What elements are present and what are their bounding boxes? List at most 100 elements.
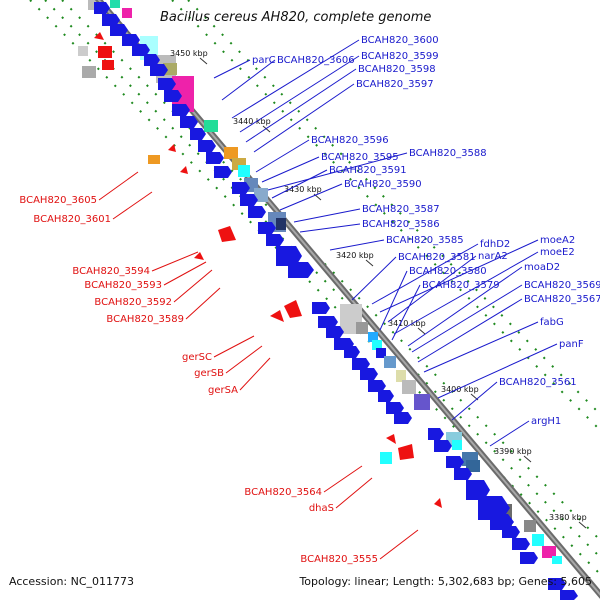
reverse-leader-line: [213, 335, 255, 358]
forward-gene-label: BCAH820_3597: [356, 79, 434, 90]
forward-strand-features: [94, 2, 578, 600]
tick-label: 3420 kbp: [336, 251, 374, 260]
forward-leader-line: [255, 139, 310, 173]
forward-gene-label: BCAH820_3590: [344, 179, 422, 190]
forward-gene-label: BCAH820_3561: [499, 377, 577, 388]
forward-leader-line: [407, 266, 523, 347]
reverse-gene-label: BCAH820_3601: [33, 214, 111, 225]
forward-leader-line: [411, 284, 523, 353]
forward-leader-line: [267, 152, 408, 191]
forward-gene-label: BCAH820_3569: [524, 280, 600, 291]
tick-mark: [523, 455, 532, 463]
forward-gene-label: parC: [252, 55, 276, 66]
tick-mark: [578, 521, 587, 529]
forward-leader-line: [245, 68, 357, 143]
forward-gene-label: BCAH820_3588: [409, 148, 487, 159]
reverse-gene-label: BCAH820_3564: [244, 487, 322, 498]
forward-leader-line: [293, 208, 361, 223]
forward-gene-label: argH1: [531, 416, 561, 427]
forward-leader-line: [371, 243, 479, 305]
forward-leader-line: [253, 83, 355, 153]
reverse-leader-line: [151, 251, 199, 272]
reverse-gene-label: gerSA: [208, 385, 238, 396]
forward-gene-label: panF: [559, 339, 584, 350]
reverse-gene-label: BCAH820_3555: [300, 554, 378, 565]
forward-gene-label: moeE2: [540, 247, 575, 258]
forward-leader-line: [489, 420, 530, 447]
forward-leader-line: [451, 381, 498, 421]
accession-text: Accession: NC_011773: [9, 575, 135, 588]
reverse-gene-label: dhaS: [309, 503, 334, 514]
tick-label: 3430 kbp: [284, 185, 322, 194]
forward-leader-line: [231, 39, 360, 119]
forward-gene-label: moaD2: [524, 262, 560, 273]
tick-label: 3410 kbp: [388, 319, 426, 328]
reverse-strand-features: [78, 0, 442, 508]
forward-gene-label: BCAH820_3606: [277, 55, 355, 66]
reverse-gene-labels: BCAH820_3605BCAH820_3601BCAH820_3594BCAH…: [19, 195, 378, 565]
reverse-leader-line: [163, 261, 207, 286]
forward-leader-line: [279, 183, 343, 211]
forward-gene-label: BCAH820_3600: [361, 35, 439, 46]
topology-text: Topology: linear; Length: 5,302,683 bp; …: [299, 575, 592, 588]
forward-gene-label: fabG: [540, 317, 564, 328]
reverse-gene-label: BCAH820_3592: [94, 297, 172, 308]
forward-leader-line: [379, 239, 539, 313]
tick-label: 3400 kbp: [441, 385, 479, 394]
map-title: Bacillus cereus AH820, complete genome: [160, 10, 432, 25]
forward-gene-label: fdhD2: [480, 239, 510, 250]
reverse-gene-label: gerSC: [182, 352, 212, 363]
forward-gene-label: BCAH820_3591: [329, 165, 407, 176]
forward-leader-line: [261, 156, 320, 183]
forward-leader-line: [299, 223, 361, 233]
forward-gene-label: moeA2: [540, 235, 575, 246]
forward-leader-line: [213, 59, 251, 79]
forward-leader-line: [379, 270, 408, 331]
reverse-gene-label: BCAH820_3594: [72, 266, 150, 277]
reverse-leader-line: [335, 477, 373, 509]
forward-leader-line: [417, 298, 523, 363]
forward-leader-line: [423, 321, 539, 373]
forward-leader-lines: [213, 39, 558, 447]
forward-gene-label: BCAH820_3599: [361, 51, 439, 62]
forward-leader-line: [387, 255, 477, 323]
tick-mark: [365, 259, 374, 267]
forward-leader-line: [437, 343, 558, 399]
forward-leader-line: [351, 256, 397, 301]
reverse-leader-line: [173, 269, 213, 303]
reverse-leader-line: [98, 171, 139, 201]
reverse-gene-label: BCAH820_3593: [84, 280, 162, 291]
reverse-leader-line: [323, 465, 363, 493]
reverse-leader-lines: [98, 171, 419, 560]
tick-label: 3440 kbp: [233, 117, 271, 126]
forward-gene-label: BCAH820_3595: [321, 152, 399, 163]
forward-leader-line: [239, 55, 360, 133]
tick-mark: [417, 327, 426, 335]
tick-mark: [262, 125, 271, 133]
reverse-gene-label: BCAH820_3589: [106, 314, 184, 325]
forward-leader-line: [271, 169, 328, 199]
reverse-leader-line: [185, 287, 221, 320]
forward-gene-label: BCAH820_3596: [311, 135, 389, 146]
forward-gene-label: BCAH820_3598: [358, 64, 436, 75]
forward-gene-label: BCAH820_3579: [422, 280, 500, 291]
forward-gene-label: BCAH820_3581: [398, 252, 476, 263]
forward-leader-line: [391, 284, 421, 341]
tick-mark: [199, 57, 208, 65]
tick-label: 3380 kbp: [549, 513, 587, 522]
dotted-track-lines: [29, 0, 600, 575]
reverse-leader-line: [225, 345, 263, 374]
forward-gene-label: BCAH820_3580: [409, 266, 487, 277]
forward-leader-line: [393, 251, 539, 335]
forward-gene-label: BCAH820_3586: [362, 219, 440, 230]
forward-leader-line: [329, 239, 385, 251]
forward-leader-line: [221, 59, 276, 101]
forward-gene-label: BCAH820_3585: [386, 235, 464, 246]
reverse-leader-line: [239, 357, 271, 391]
forward-gene-label: BCAH820_3587: [362, 204, 440, 215]
reverse-leader-line: [379, 529, 419, 560]
